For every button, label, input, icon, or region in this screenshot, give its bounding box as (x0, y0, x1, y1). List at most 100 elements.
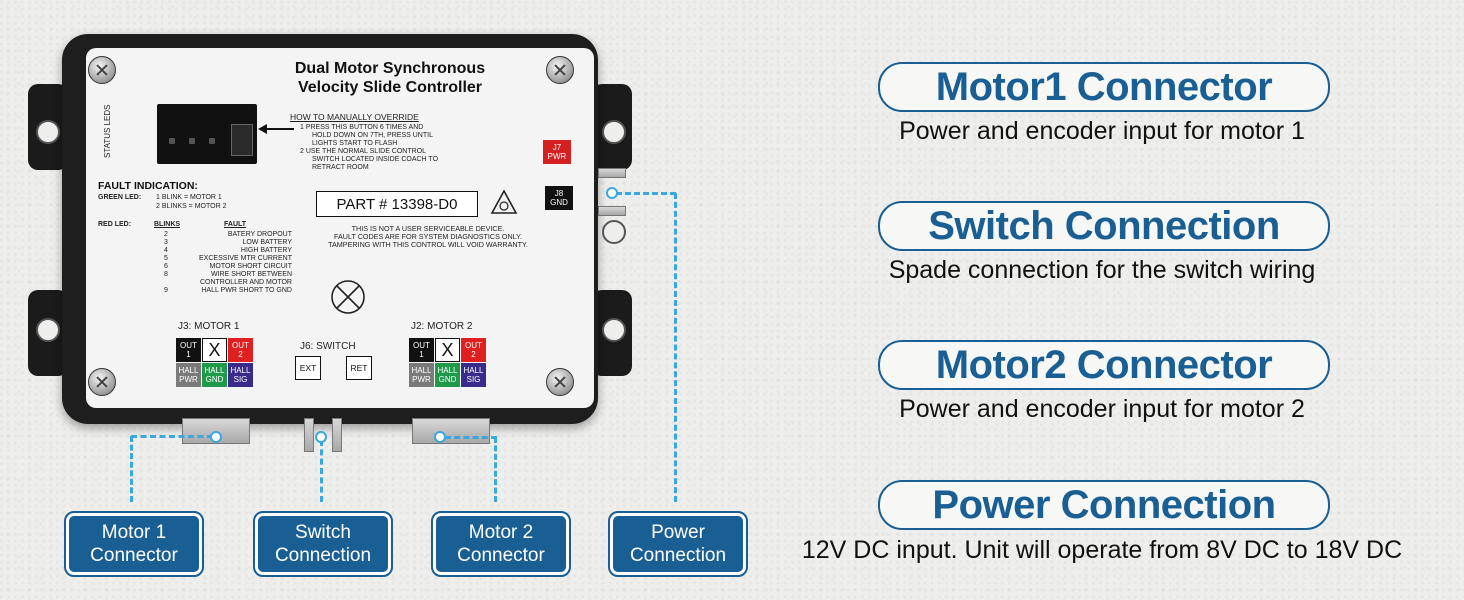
switch-spade-tab (332, 418, 342, 452)
green-led-text: 1 BLINK = MOTOR 1 (156, 194, 222, 201)
screw-icon (546, 368, 574, 396)
led-icon (209, 138, 215, 144)
certification-mark-icon (490, 189, 518, 215)
arrow-head-icon (258, 124, 267, 134)
led-icon (169, 138, 175, 144)
motor2-connector-callout: Motor 2 Connector (431, 511, 571, 577)
fault-heading: FAULT INDICATION: (98, 180, 198, 192)
switch-leader-line (320, 440, 323, 502)
fault-row: CONTROLLER AND MOTOR (199, 279, 292, 286)
mount-hole (602, 220, 626, 244)
controller-title-line1: Dual Motor Synchronous (294, 60, 486, 77)
override-step-text: HOLD DOWN ON 7TH, PRESS UNTIL (312, 132, 433, 139)
power-connection-callout: Power Connection (608, 511, 748, 577)
switch-point-marker (315, 431, 327, 443)
motor1-leader-line (131, 435, 213, 438)
warning-text: TAMPERING WITH THIS CONTROL WILL VOID WA… (328, 240, 528, 249)
controller-title-line2: Velocity Slide Controller (297, 79, 483, 96)
callout-text: Motor 1 (101, 522, 167, 543)
j3-x-pin: X (202, 338, 227, 362)
feature-title-power: Power Connection (878, 480, 1330, 530)
feature-desc-motor1: Power and encoder input for motor 1 (899, 117, 1305, 145)
override-step-text: 2 USE THE NORMAL SLIDE CONTROL (300, 148, 427, 155)
power-leader-line (674, 193, 677, 502)
j8-sub-label: GND (550, 198, 568, 207)
motor2-leader-line (494, 437, 497, 502)
feature-title-motor2: Motor2 Connector (878, 340, 1330, 390)
feature-desc-motor2: Power and encoder input for motor 2 (899, 395, 1305, 423)
motor1-connector-callout: Motor 1 Connector (64, 511, 204, 577)
j7-pwr-badge: J7 PWR (543, 140, 571, 164)
j7-sub-label: PWR (547, 152, 567, 161)
screw-icon (88, 368, 116, 396)
warning-text: THIS IS NOT A USER SERVICEABLE DEVICE. (351, 224, 505, 233)
part-number: PART # 13398-D0 (316, 191, 478, 217)
j2-x-pin: X (435, 338, 460, 362)
j6-label: J6: SWITCH (300, 341, 356, 352)
callout-text: Connector (90, 545, 178, 566)
j7-label: J7 (552, 143, 562, 152)
green-led-text: 2 BLINKS = MOTOR 2 (156, 203, 227, 210)
j3-label: J3: MOTOR 1 (178, 321, 240, 332)
override-button[interactable] (231, 124, 253, 156)
power-point-marker (606, 187, 618, 199)
green-led-label: GREEN LED: (98, 194, 142, 201)
j8-label: J8 (554, 189, 564, 198)
callout-text: Motor 2 (468, 522, 534, 543)
switch-connection-callout: Switch Connection (253, 511, 393, 577)
feature-desc-switch: Spade connection for the switch wiring (888, 256, 1316, 284)
motor2-point-marker (434, 431, 446, 443)
motor2-leader-line (445, 436, 497, 439)
feature-desc-power: 12V DC input. Unit will operate from 8V … (801, 536, 1403, 564)
j2-label: J2: MOTOR 2 (411, 321, 473, 332)
j8-gnd-badge: J8 GND (545, 186, 573, 210)
callout-text: Switch (295, 522, 351, 543)
override-heading: HOW TO MANUALLY OVERRIDE (290, 112, 419, 122)
mount-hole (36, 120, 60, 144)
override-step-text: LIGHTS START TO FLASH (312, 140, 398, 147)
motor2-connector-tab (412, 418, 490, 444)
power-leader-line (616, 192, 676, 195)
override-step-text: RETRACT ROOM (312, 164, 369, 171)
power-spade-tab (598, 168, 626, 178)
feature-title-motor1: Motor1 Connector (878, 62, 1330, 112)
feature-title-switch: Switch Connection (878, 201, 1330, 251)
ext-terminal: EXT (295, 356, 321, 380)
mount-hole (602, 120, 626, 144)
arrow-icon (260, 128, 294, 130)
fault-header: FAULT (224, 221, 247, 228)
status-leds-label: STATUS LEDS (103, 104, 112, 159)
ret-terminal: RET (346, 356, 372, 380)
callout-text: Connection (274, 545, 372, 566)
warning-text: FAULT CODES ARE FOR SYSTEM DIAGNOSTICS O… (334, 232, 522, 241)
do-not-open-icon (330, 279, 366, 315)
motor1-point-marker (210, 431, 222, 443)
callout-text: Power (651, 522, 705, 543)
override-step-text: SWITCH LOCATED INSIDE COACH TO (312, 156, 439, 163)
blinks-header: BLINKS (154, 221, 181, 228)
switch-spade-tab (304, 418, 314, 452)
mount-hole (602, 318, 626, 342)
callout-text: Connection (629, 545, 727, 566)
override-step-text: 1 PRESS THIS BUTTON 6 TIMES AND (300, 124, 424, 131)
mount-hole (36, 318, 60, 342)
status-led-block (157, 104, 257, 164)
screw-icon (88, 56, 116, 84)
